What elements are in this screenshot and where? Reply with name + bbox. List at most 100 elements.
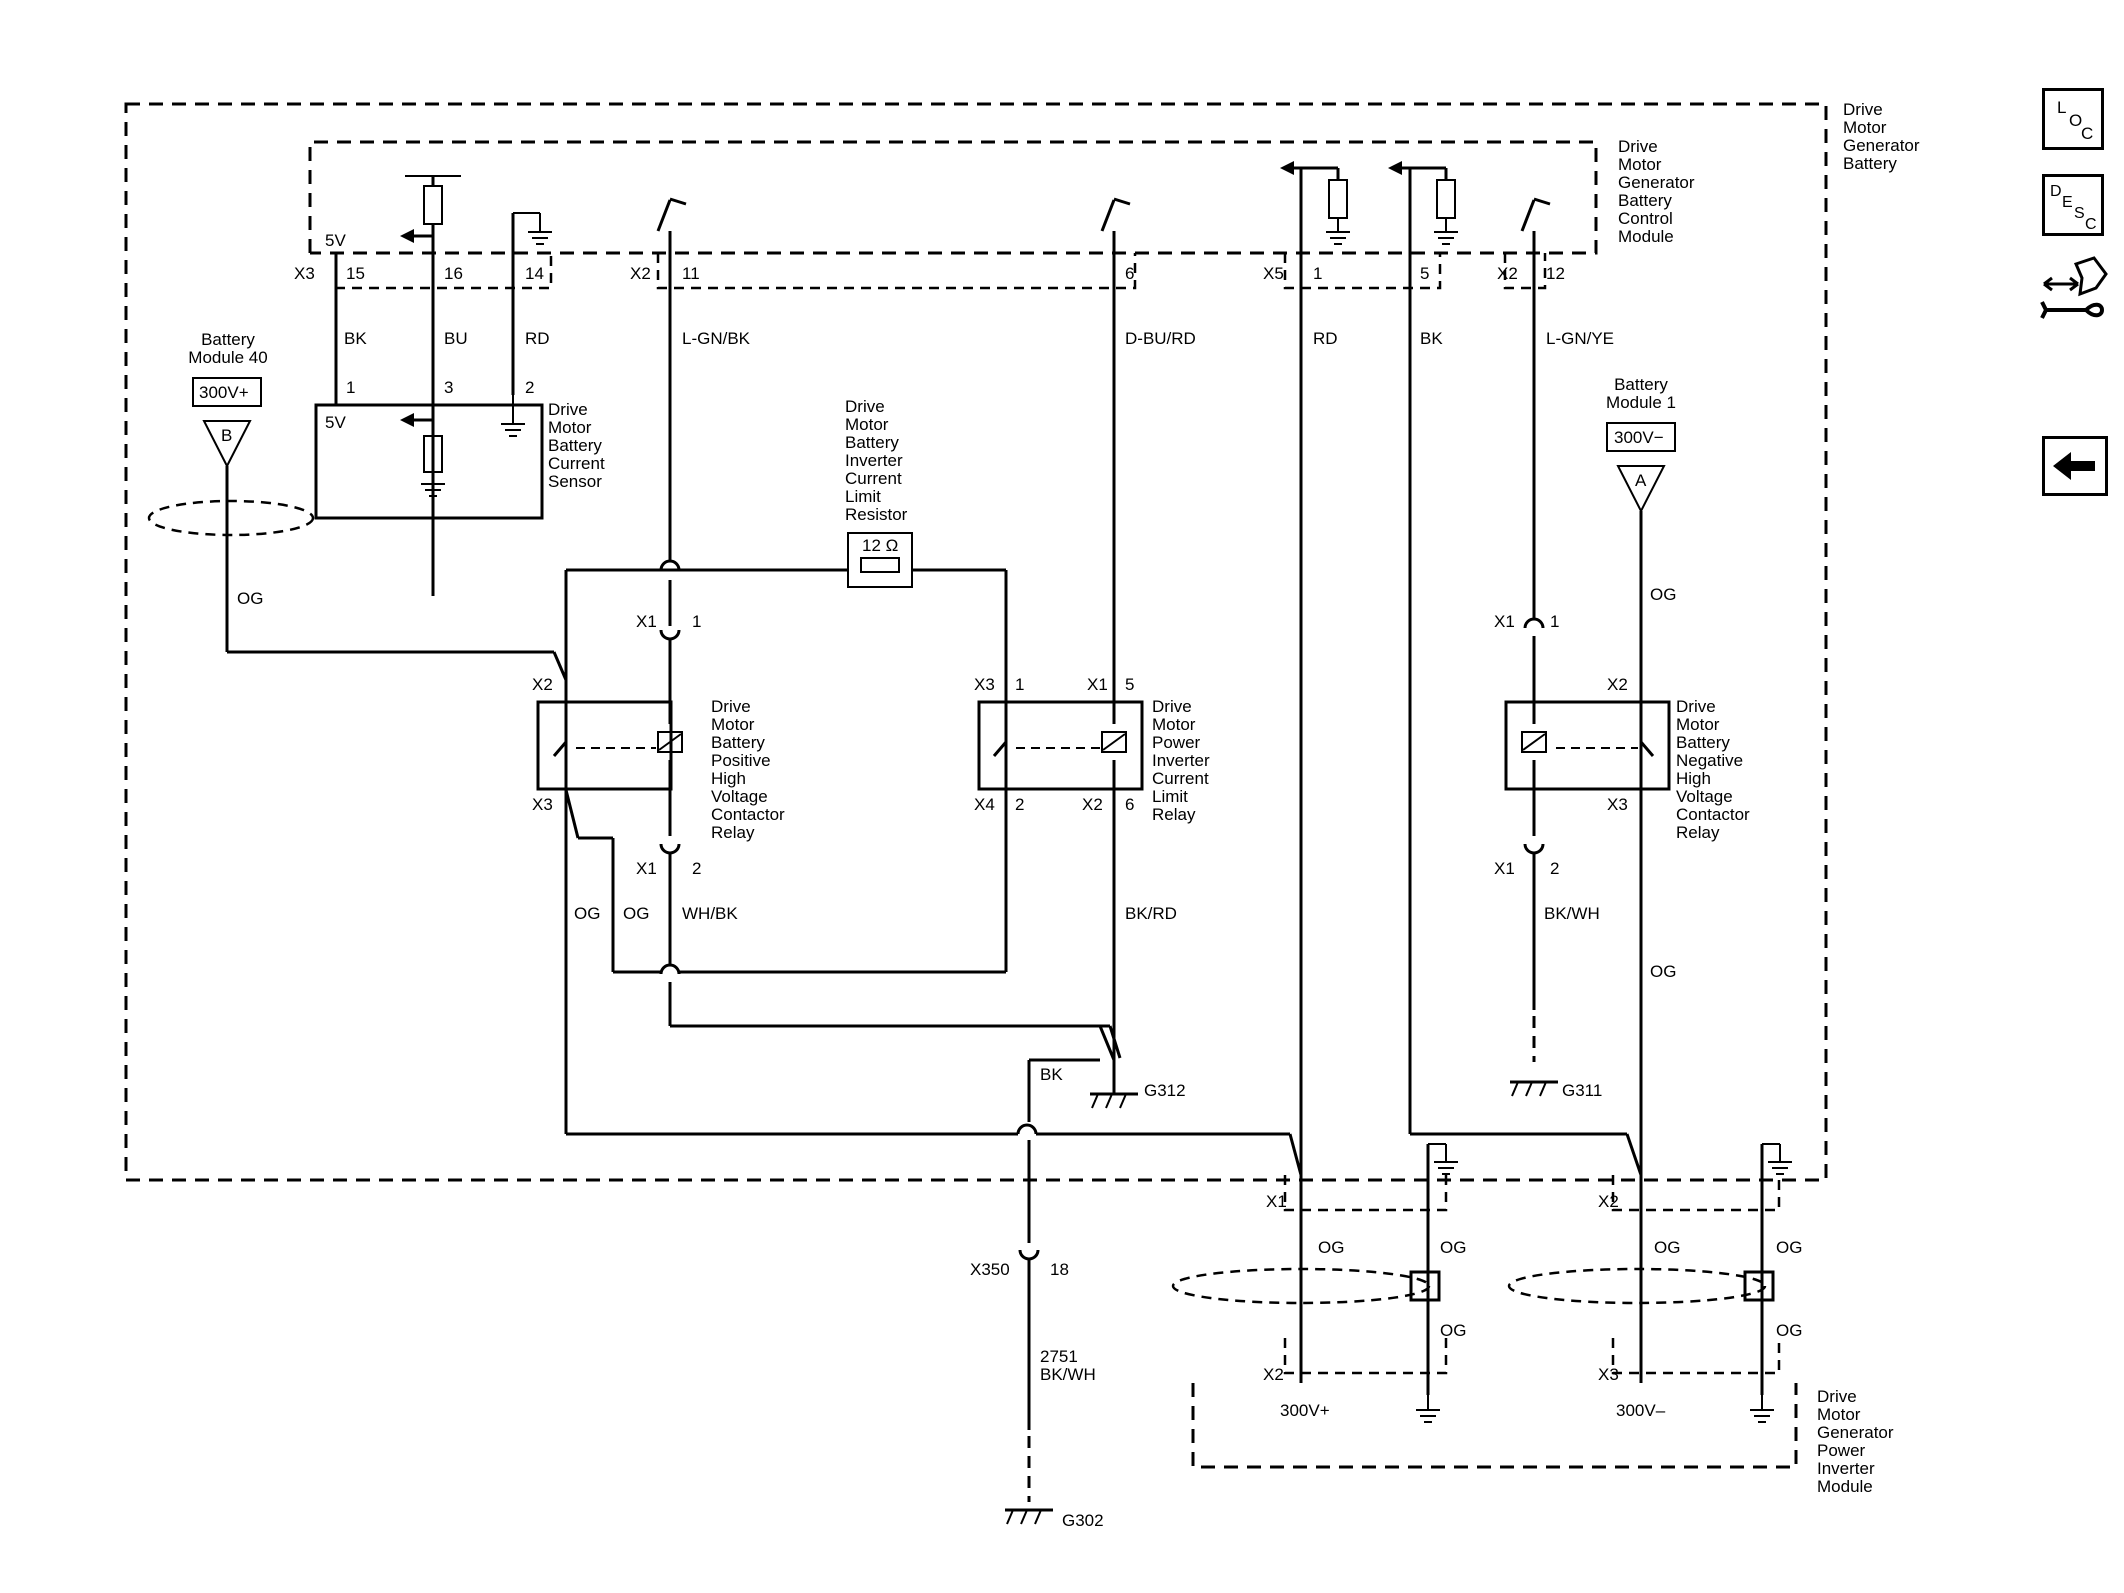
- sensor-pin-1: 1: [346, 378, 355, 397]
- wire-og-5: OG: [1440, 1238, 1466, 1257]
- x3-label: X3: [294, 264, 315, 283]
- pos-relay-pin-2: 2: [692, 859, 701, 878]
- inverter-relay: [977, 253, 1144, 1082]
- neg-relay-pin-1: 1: [1550, 612, 1559, 631]
- wire-og-6: OG: [1654, 1238, 1680, 1257]
- description-button[interactable]: D E S C: [2042, 174, 2104, 236]
- connector-x2-inv-box: [1283, 1338, 1448, 1375]
- wire-whbk: WH/BK: [682, 904, 738, 923]
- inverter-module-boundary: [1191, 1383, 1798, 1469]
- neg-relay-x2: X2: [1607, 675, 1628, 694]
- x5-label: X5: [1263, 264, 1284, 283]
- connector-x1-out-box: [1283, 1175, 1448, 1212]
- x2b-label: X2: [1497, 264, 1518, 283]
- svg-text:D: D: [2050, 183, 2062, 200]
- v5-module-label: 5V: [325, 231, 346, 250]
- location-icon: L O C: [2057, 98, 2093, 143]
- x2-label: X2: [630, 264, 651, 283]
- inv-x3: X3: [1598, 1365, 1619, 1384]
- diagnostic-tools-button[interactable]: [2036, 254, 2112, 334]
- connector-x5-box: [1283, 253, 1442, 290]
- inv-relay-pin-6: 6: [1125, 795, 1134, 814]
- neg-relay-pin-2: 2: [1550, 859, 1559, 878]
- sensor-pin-3: 3: [444, 378, 453, 397]
- wire-bkwh-1: BK/WH: [1544, 904, 1600, 923]
- g302-label: G302: [1062, 1511, 1104, 1530]
- control-module-boundary: [308, 140, 1598, 255]
- battery-module-1-terminal: [1606, 422, 1676, 1175]
- wire-bkwh-2: BK/WH: [1040, 1365, 1096, 1384]
- svg-text:S: S: [2074, 205, 2085, 222]
- wire-og-4: OG: [1318, 1238, 1344, 1257]
- pin-15: 15: [346, 264, 365, 283]
- inv-relay-pin-1: 1: [1015, 675, 1024, 694]
- connector-x2b-box: [1503, 253, 1547, 290]
- wire-lgnbk: L-GN/BK: [682, 329, 751, 348]
- svg-text:C: C: [2085, 216, 2097, 233]
- inv-relay-x3: X3: [974, 675, 995, 694]
- conn-b-label: B: [221, 426, 232, 445]
- wire-rd-2: RD: [1313, 329, 1338, 348]
- x350-label: X350: [970, 1260, 1010, 1279]
- pos-relay-pin-1: 1: [692, 612, 701, 631]
- out-x2: X2: [1598, 1192, 1619, 1211]
- wire-bk-3: BK: [1040, 1065, 1063, 1084]
- back-button[interactable]: [2042, 436, 2108, 496]
- pos-relay-x1-bot: X1: [636, 859, 657, 878]
- control-module-internals: [334, 161, 1551, 596]
- svg-text:C: C: [2081, 124, 2093, 143]
- inv-relay-pin-5: 5: [1125, 675, 1134, 694]
- v300-pos-label: 300V+: [199, 383, 249, 402]
- pin-14: 14: [525, 264, 544, 283]
- wire-rd-1: RD: [525, 329, 550, 348]
- connector-x2-out-box: [1611, 1175, 1781, 1212]
- wire-og-9: OG: [1776, 1321, 1802, 1340]
- connector-x3-inv-box: [1611, 1338, 1781, 1375]
- pin-1: 1: [1313, 264, 1322, 283]
- wire-lgnye: L-GN/YE: [1546, 329, 1614, 348]
- conn-a-label: A: [1635, 471, 1647, 490]
- current-sensor: [147, 395, 544, 537]
- inv-x2: X2: [1263, 1365, 1284, 1384]
- battery-boundary: [124, 102, 1828, 1182]
- sensor-pin-2: 2: [525, 378, 534, 397]
- svg-text:E: E: [2062, 194, 2073, 211]
- pin-12: 12: [1546, 264, 1565, 283]
- back-arrow-icon: [2053, 452, 2095, 480]
- wire-og-1: OG: [574, 904, 600, 923]
- grounds: [670, 1024, 1558, 1525]
- wire-og-8: OG: [1440, 1321, 1466, 1340]
- battery-module-40-terminal: [192, 377, 554, 654]
- pin-5: 5: [1420, 264, 1429, 283]
- v300-neg-label: 300V−: [1614, 428, 1664, 447]
- circuit-2751: 2751: [1040, 1347, 1078, 1366]
- svg-text:O: O: [2069, 111, 2082, 130]
- neg-relay-x3: X3: [1607, 795, 1628, 814]
- wire-og-3: OG: [1650, 962, 1676, 981]
- wire-bk-1: BK: [344, 329, 367, 348]
- pos-relay-x3: X3: [532, 795, 553, 814]
- high-voltage-wiring: [1171, 168, 1792, 1423]
- wire-og-a: OG: [1650, 585, 1676, 604]
- description-icon: D E S C: [2050, 183, 2097, 233]
- wire-og-b: OG: [237, 589, 263, 608]
- out-300v-neg: 300V–: [1616, 1401, 1666, 1420]
- g312-label: G312: [1144, 1081, 1186, 1100]
- wire-og-2: OG: [623, 904, 649, 923]
- inv-relay-x2: X2: [1082, 795, 1103, 814]
- svg-text:L: L: [2057, 98, 2066, 117]
- inv-relay-x4: X4: [974, 795, 995, 814]
- location-button[interactable]: L O C: [2042, 88, 2104, 150]
- resistor-value: 12 Ω: [862, 536, 898, 555]
- pin-18: 18: [1050, 1260, 1069, 1279]
- pos-relay-x1-top: X1: [636, 612, 657, 631]
- wire-bkrd: BK/RD: [1125, 904, 1177, 923]
- wire-bk-2: BK: [1420, 329, 1443, 348]
